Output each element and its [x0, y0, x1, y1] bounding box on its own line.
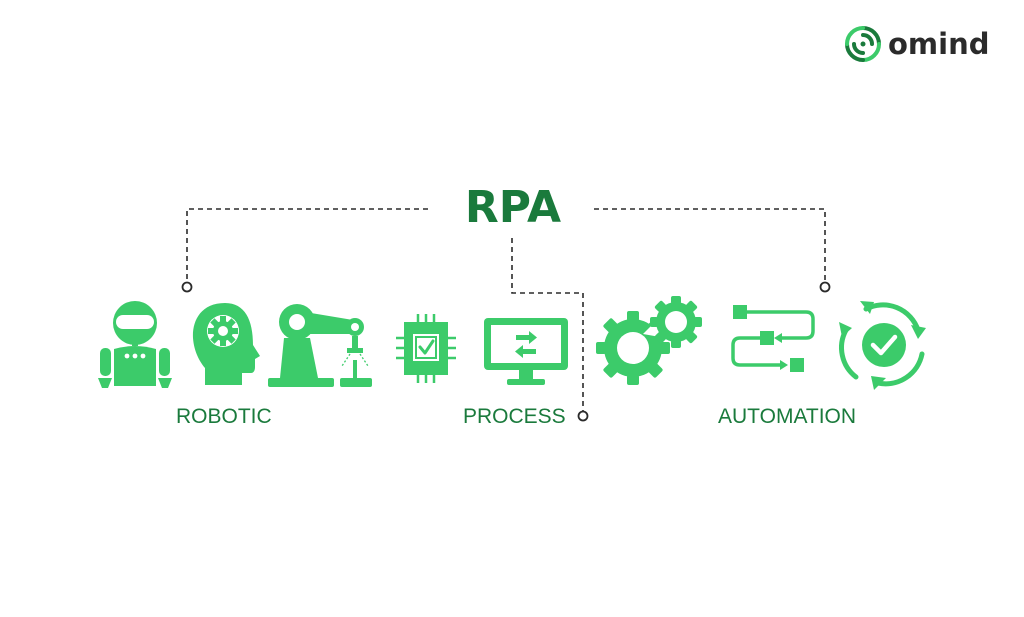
omind-logo-mark-icon [845, 26, 881, 62]
connector-middle [511, 238, 584, 411]
omind-logo-text: omind [888, 27, 990, 61]
connector-node-left [181, 281, 193, 293]
diagram-title: RPA [464, 182, 562, 233]
label-process: PROCESS [463, 405, 566, 428]
workflow-icon [731, 305, 815, 372]
microchip-check-icon [396, 314, 456, 383]
monitor-transfer-icon [484, 318, 568, 385]
connector-node-right [819, 281, 831, 293]
connector-left [186, 208, 428, 282]
robotic-arm-icon [268, 304, 372, 387]
robot-icon [98, 301, 172, 388]
connector-lines [186, 208, 826, 411]
brain-gear-head-icon [192, 303, 260, 385]
connector-right [594, 208, 826, 282]
omind-logo: omind [842, 22, 1012, 66]
label-robotic: ROBOTIC [176, 405, 272, 428]
cycle-check-icon [839, 301, 926, 390]
connector-node-middle [577, 410, 589, 422]
label-automation: AUTOMATION [718, 405, 857, 428]
gears-icon [596, 296, 702, 385]
